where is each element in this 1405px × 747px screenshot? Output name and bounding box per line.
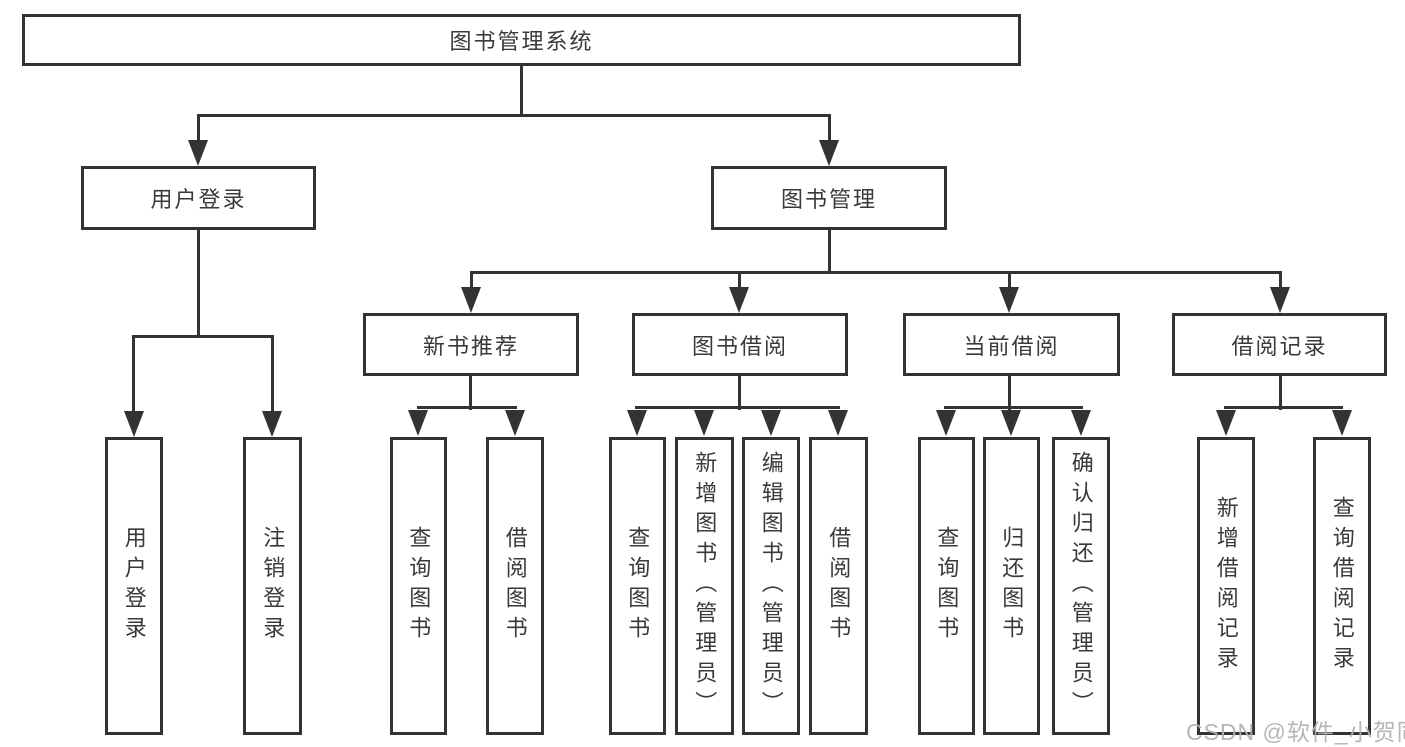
leaf-user-login: 用户登录 xyxy=(105,437,163,735)
leaf-query-books-current: 查询图书 xyxy=(918,437,975,735)
leaf-query-borrow-record: 查询借阅记录 xyxy=(1313,437,1371,735)
leaf-borrow-books-borrowing: 借阅图书 xyxy=(809,437,868,735)
leaf-label: 归还图书 xyxy=(999,526,1025,646)
arrowhead-down-icon xyxy=(761,410,781,436)
leaf-add-borrow-record: 新增借阅记录 xyxy=(1197,437,1255,735)
node-label: 借阅记录 xyxy=(1231,333,1328,359)
arrowhead-down-icon xyxy=(1071,410,1091,436)
connector-line xyxy=(417,406,517,409)
leaf-logout: 注销登录 xyxy=(243,437,302,735)
leaf-label: 用户登录 xyxy=(121,526,147,646)
node-label: 图书管理系统 xyxy=(449,29,594,54)
connector-line xyxy=(197,228,200,338)
connector-line xyxy=(828,228,831,274)
node-label: 图书借阅 xyxy=(691,333,788,359)
leaf-edit-books-admin: 编辑图书（管理员） xyxy=(742,437,800,735)
leaf-return-books: 归还图书 xyxy=(983,437,1040,735)
arrowhead-down-icon xyxy=(936,410,956,436)
arrowhead-down-icon xyxy=(1332,410,1352,436)
node-label: 用户登录 xyxy=(150,187,247,212)
connector-line xyxy=(470,271,1282,274)
connector-line xyxy=(132,335,274,338)
arrowhead-down-icon xyxy=(828,410,848,436)
node-library-management-system: 图书管理系统 xyxy=(22,14,1021,66)
connector-line xyxy=(197,114,831,117)
connector-line xyxy=(132,335,135,415)
leaf-label: 借阅图书 xyxy=(502,526,528,646)
leaf-label: 查询图书 xyxy=(625,526,651,646)
node-borrowing-records: 借阅记录 xyxy=(1172,313,1387,376)
leaf-label: 查询图书 xyxy=(934,526,960,646)
connector-line xyxy=(828,114,831,144)
leaf-label: 新增借阅记录 xyxy=(1213,496,1239,676)
leaf-query-books-recommend: 查询图书 xyxy=(390,437,447,735)
connector-line xyxy=(738,271,741,291)
arrowhead-down-icon xyxy=(505,410,525,436)
leaf-label: 查询图书 xyxy=(406,526,432,646)
connector-line xyxy=(1224,406,1343,409)
arrowhead-down-icon xyxy=(819,140,839,166)
arrowhead-down-icon xyxy=(461,287,481,313)
connector-line xyxy=(1279,271,1282,291)
connector-line xyxy=(944,406,1083,409)
arrowhead-down-icon xyxy=(124,411,144,437)
leaf-label: 编辑图书（管理员） xyxy=(758,451,784,721)
connector-line xyxy=(470,271,473,291)
leaf-label: 借阅图书 xyxy=(826,526,852,646)
node-user-login: 用户登录 xyxy=(81,166,316,230)
leaf-query-books-borrowing: 查询图书 xyxy=(609,437,666,735)
connector-line xyxy=(271,335,274,415)
leaf-add-books-admin: 新增图书（管理员） xyxy=(675,437,734,735)
connector-line xyxy=(1008,374,1011,410)
connector-line xyxy=(469,374,472,410)
leaf-confirm-return-admin: 确认归还（管理员） xyxy=(1052,437,1110,735)
connector-line xyxy=(738,374,741,410)
node-current-borrowing: 当前借阅 xyxy=(903,313,1120,376)
arrowhead-down-icon xyxy=(999,287,1019,313)
leaf-label: 确认归还（管理员） xyxy=(1068,451,1094,721)
csdn-watermark: CSDN @软件_小贺同学 xyxy=(1186,719,1405,745)
node-book-borrowing: 图书借阅 xyxy=(632,313,848,376)
node-label: 当前借阅 xyxy=(963,333,1060,359)
leaf-label: 新增图书（管理员） xyxy=(692,451,718,721)
arrowhead-down-icon xyxy=(729,287,749,313)
arrowhead-down-icon xyxy=(262,411,282,437)
connector-line xyxy=(520,64,523,116)
arrowhead-down-icon xyxy=(188,140,208,166)
connector-line xyxy=(635,406,840,409)
node-new-book-recommendation: 新书推荐 xyxy=(363,313,579,376)
leaf-label: 查询借阅记录 xyxy=(1329,496,1355,676)
leaf-borrow-books-recommend: 借阅图书 xyxy=(486,437,544,735)
arrowhead-down-icon xyxy=(1216,410,1236,436)
connector-line xyxy=(197,114,200,144)
arrowhead-down-icon xyxy=(694,410,714,436)
connector-line xyxy=(1008,271,1011,291)
arrowhead-down-icon xyxy=(627,410,647,436)
node-label: 新书推荐 xyxy=(422,333,519,359)
leaf-label: 注销登录 xyxy=(260,526,286,646)
node-label: 图书管理 xyxy=(780,187,877,212)
node-book-management: 图书管理 xyxy=(711,166,947,230)
connector-line xyxy=(1279,374,1282,410)
arrowhead-down-icon xyxy=(1001,410,1021,436)
arrowhead-down-icon xyxy=(408,410,428,436)
arrowhead-down-icon xyxy=(1270,287,1290,313)
